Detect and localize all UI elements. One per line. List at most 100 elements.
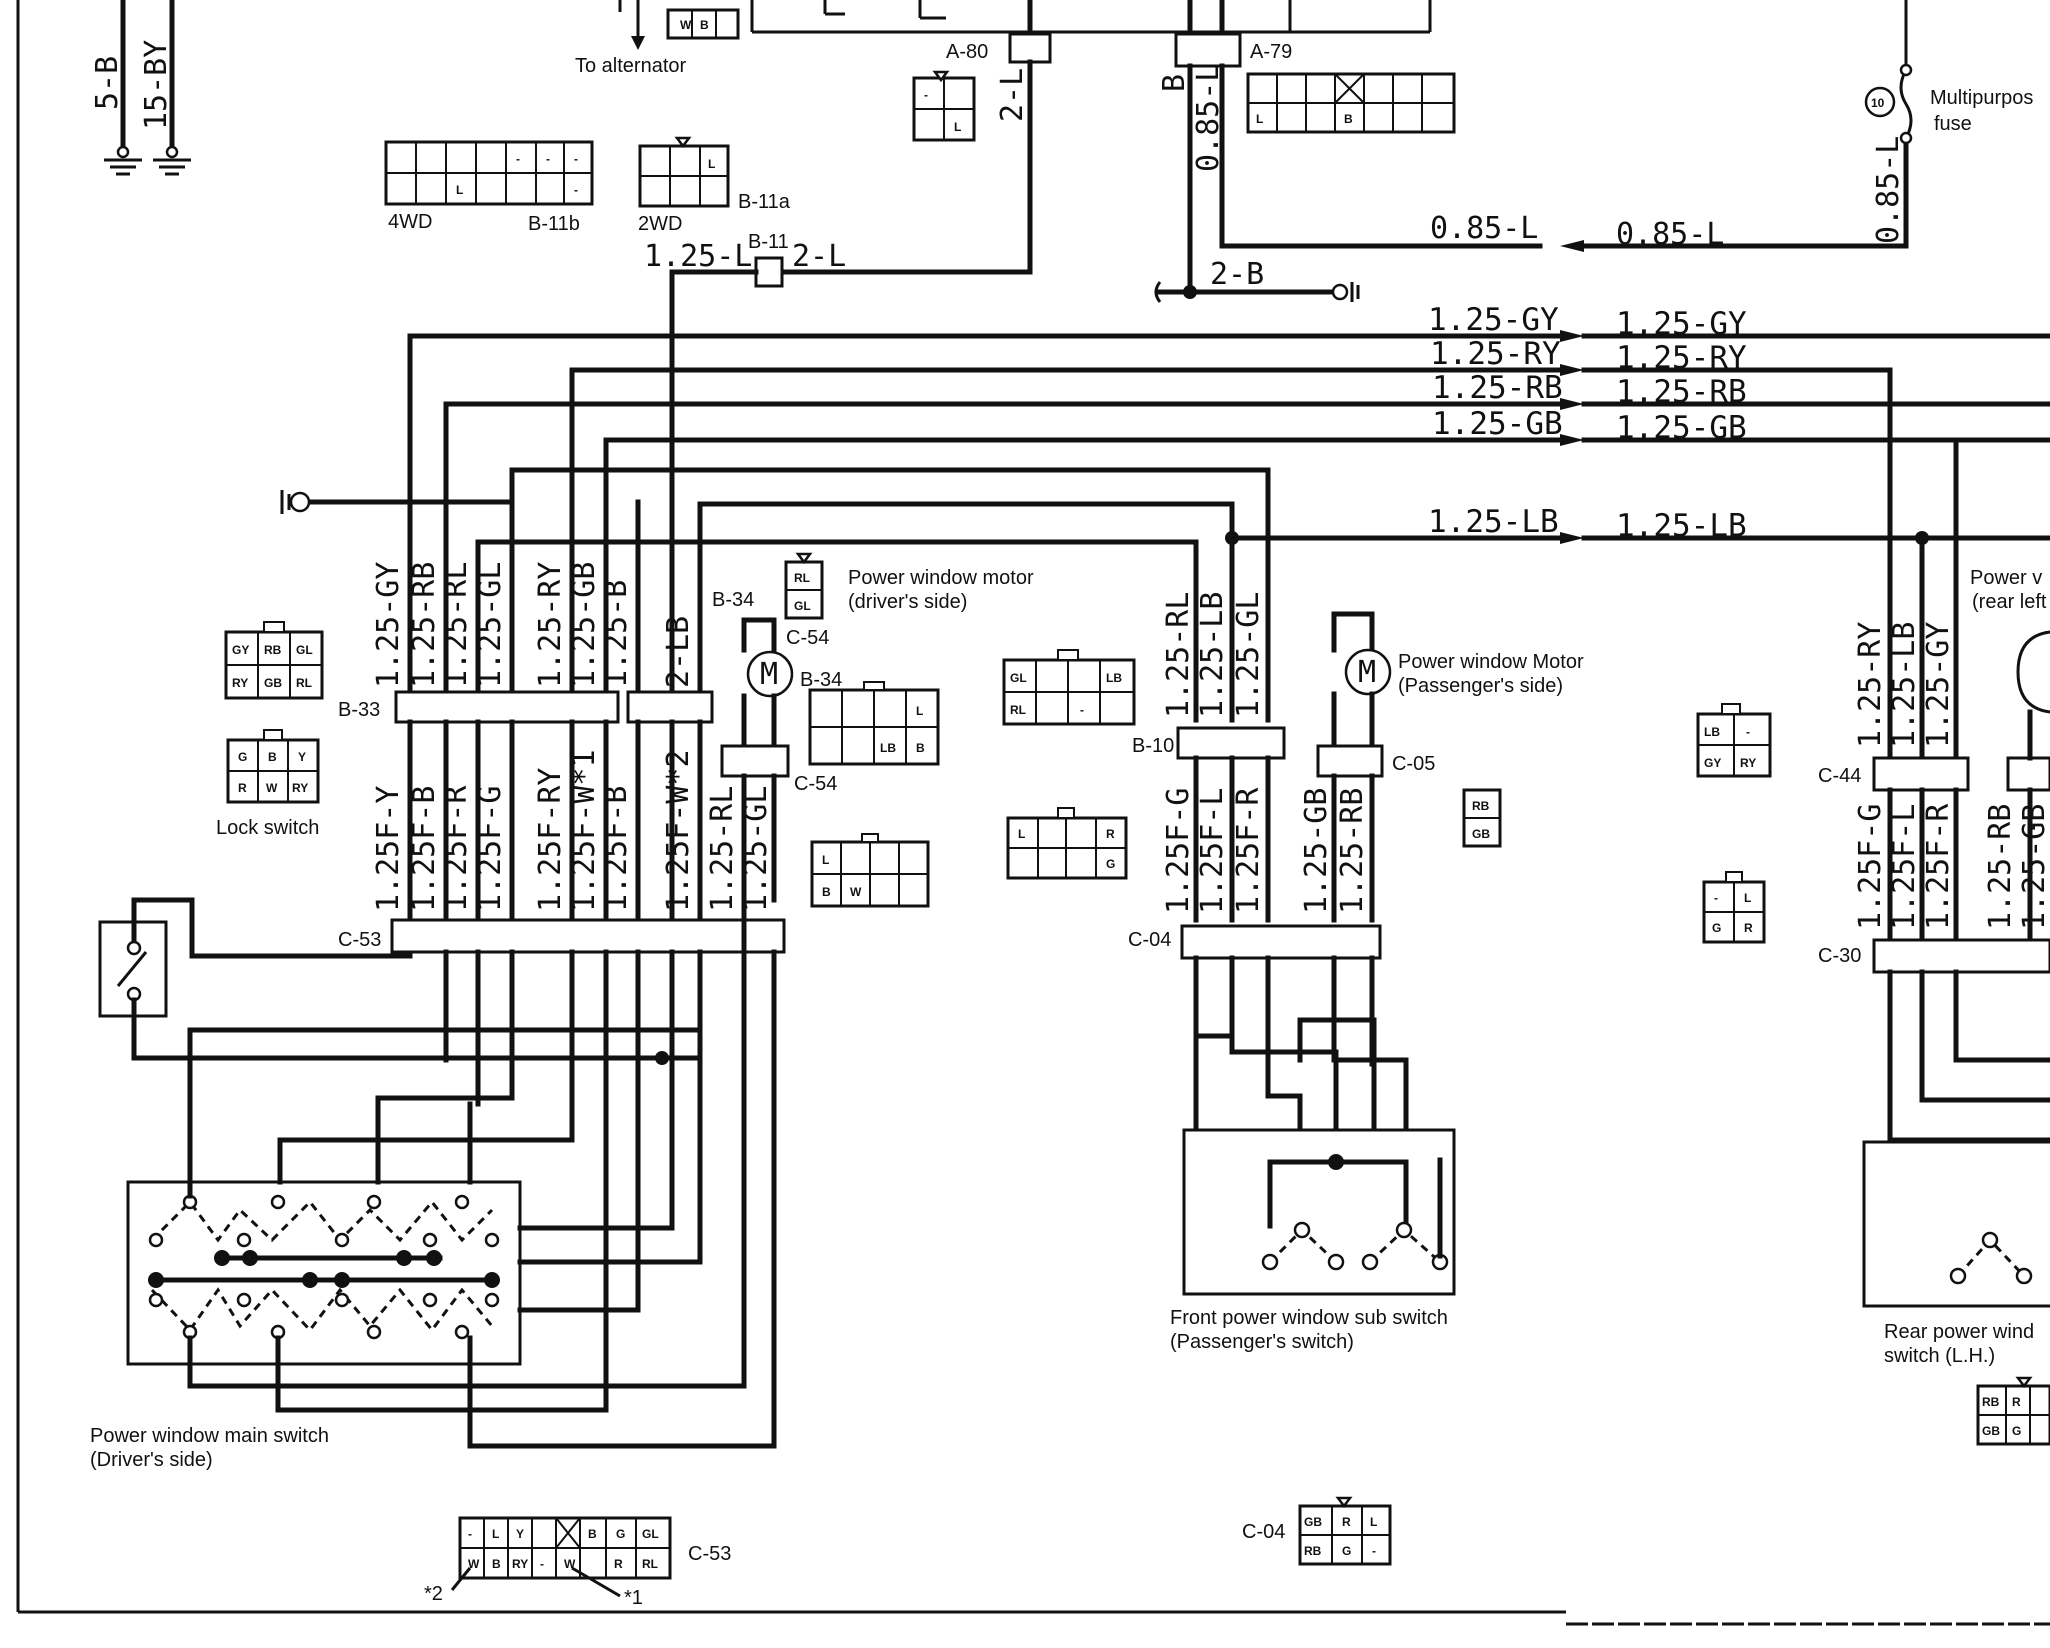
wire-label-lb-right: 1.25-LB: [1616, 508, 1747, 544]
connector-label-c05: C-05: [1392, 753, 1435, 775]
driver-lower-wires: [407, 719, 703, 923]
wire-label-q1: 1.25F-G: [1161, 788, 1196, 914]
pin: G: [1106, 857, 1115, 871]
pin: L: [492, 1527, 499, 1541]
connector-label-b11a: B-11a: [738, 191, 791, 213]
wire-label-15by: 15-BY: [139, 40, 174, 130]
passenger-sub-switch: Front power window sub switch (Passenger…: [1170, 1128, 1456, 1353]
rear-switch-label-2: switch (L.H.): [1884, 1345, 1995, 1367]
pin: R: [1106, 827, 1115, 841]
rear-switch-label-1: Rear power wind: [1884, 1321, 2034, 1343]
pin: GL: [1010, 671, 1027, 685]
lock-switch-label: Lock switch: [216, 817, 319, 839]
pin: W: [266, 781, 278, 795]
wire-label-v3: 1.25-RL: [439, 562, 474, 688]
wire-label-gy-left: 1.25-GY: [1428, 302, 1559, 338]
pw-rear-left-label-1: Power v: [1970, 567, 2042, 589]
wire-label-r1: 1.25-RY: [1853, 622, 1888, 748]
wire-label-p3: 1.25-GL: [1231, 592, 1266, 718]
pin: RY: [232, 676, 248, 690]
connector-label-b10: B-10: [1132, 735, 1174, 757]
passenger-connector-faces: GL LB RL - L R G RB GB: [1002, 649, 1502, 880]
wire-label-w2: 1.25F-B: [407, 786, 442, 912]
pin: LB: [1704, 725, 1720, 739]
wire-label-a80-2l: 2-L: [995, 68, 1030, 122]
pin: R: [1342, 1515, 1351, 1529]
wire-label-gy-right: 1.25-GY: [1616, 306, 1747, 342]
connector-label-b11b: B-11b: [528, 213, 580, 235]
connector-label-c54-a: C-54: [786, 627, 829, 649]
pw-motor-driver-label-2: (driver's side): [848, 591, 967, 613]
connector-b33: B-33: [338, 690, 714, 724]
motor-symbol-driver: M: [760, 657, 778, 692]
pin: G: [2012, 1424, 2021, 1438]
connector-label-c53-bottom: C-53: [688, 1543, 731, 1565]
connector-label-b34-b: B-34: [800, 669, 842, 691]
pin: Y: [516, 1527, 524, 1541]
wire-label-w6: 1.25F-W*1: [567, 749, 602, 912]
fuse-number: 10: [1871, 96, 1885, 110]
wire-label-w10: 1.25-GL: [739, 786, 774, 912]
pin: RY: [292, 781, 308, 795]
page-frame: [16, 0, 2050, 1626]
wire-label-v2: 1.25-RB: [407, 562, 442, 688]
wire-label-ry-right: 1.25-RY: [1616, 340, 1747, 376]
connector-b11b: - - - L - 4WD B-11b: [384, 140, 594, 235]
pin: -: [574, 152, 578, 166]
wire-label-p1: 1.25-RL: [1161, 592, 1196, 718]
wire-label-a79-b: B: [1157, 74, 1192, 92]
pin: RY: [512, 1557, 528, 1571]
wire-label-s4: 1.25-RB: [1983, 804, 2018, 930]
wire-label-rb-left: 1.25-RB: [1432, 370, 1563, 406]
pin: GB: [1472, 827, 1490, 841]
pw-motor-passenger-label-2: (Passenger's side): [1398, 675, 1563, 697]
pin: L: [822, 853, 829, 867]
pin: G: [238, 750, 247, 764]
ground-wires-top-left: 5-B 15-BY: [90, 0, 191, 176]
pin: G: [1712, 921, 1721, 935]
pin: -: [540, 1557, 544, 1571]
wire-label-r3: 1.25-GY: [1921, 622, 1956, 748]
wire-label-w3: 1.25F-R: [439, 785, 474, 912]
motor-symbol-passenger: M: [1358, 655, 1376, 690]
connector-label-b33: B-33: [338, 699, 380, 721]
driver-motor: M B-34 C-54 B-34 C-54: [712, 589, 842, 903]
pin: RL: [1010, 703, 1026, 717]
pin: GB: [1982, 1424, 2000, 1438]
wire-label-w4: 1.25F-G: [473, 786, 508, 912]
pin: -: [1746, 725, 1750, 739]
pin: G: [1342, 1544, 1351, 1558]
pin: R: [1744, 921, 1753, 935]
wire-label-w1: 1.25F-Y: [371, 786, 406, 912]
pin: LB: [1106, 671, 1122, 685]
pin: -: [1714, 891, 1718, 905]
fuse-feed-085l: 0.85-L 0.85-L 0.85-L 10 Multipurpos fuse: [1430, 0, 2033, 252]
pin: B: [268, 750, 277, 764]
pin: B: [588, 1527, 597, 1541]
pw-motor-driver-label-1: Power window motor: [848, 567, 1034, 589]
wire-label-v1: 1.25-GY: [371, 562, 406, 688]
pin: -: [1080, 703, 1084, 717]
driver-vertical-wires: [407, 333, 703, 703]
pin: Y: [298, 750, 306, 764]
wire-label-q4: 1.25-GB: [1299, 788, 1334, 914]
connector-label-c30: C-30: [1818, 945, 1861, 967]
pin: L: [1018, 827, 1025, 841]
wire-label-b11-2l: 2-L: [792, 239, 846, 274]
main-switch-label-2: (Driver's side): [90, 1449, 213, 1471]
sub-switch-label-1: Front power window sub switch: [1170, 1307, 1448, 1329]
wire-label-q5: 1.25-RB: [1335, 788, 1370, 914]
wire-label-w5: 1.25F-RY: [533, 768, 568, 913]
main-switch-label-1: Power window main switch: [90, 1425, 329, 1447]
wire-label-h-085l-left: 0.85-L: [1430, 211, 1538, 246]
rear-left-section: 1.25-RY 1.25-LB 1.25-GY C-44 1.25F-G 1.2…: [1696, 437, 2050, 1446]
wire-label-w9: 1.25-RL: [705, 786, 740, 912]
alternator-feed: W B To alternator: [575, 0, 740, 77]
c53-face: - L Y B G GL W B RY - W R RL *2 *1 C-53: [424, 1516, 731, 1609]
pin: RL: [642, 1557, 658, 1571]
connector-b11: B-11 1.25-L 2-L: [644, 231, 846, 563]
driver-motor-connector: RL GL Power window motor (driver's side)…: [784, 552, 1034, 908]
pin: GL: [794, 599, 811, 613]
pin: W: [680, 18, 692, 32]
